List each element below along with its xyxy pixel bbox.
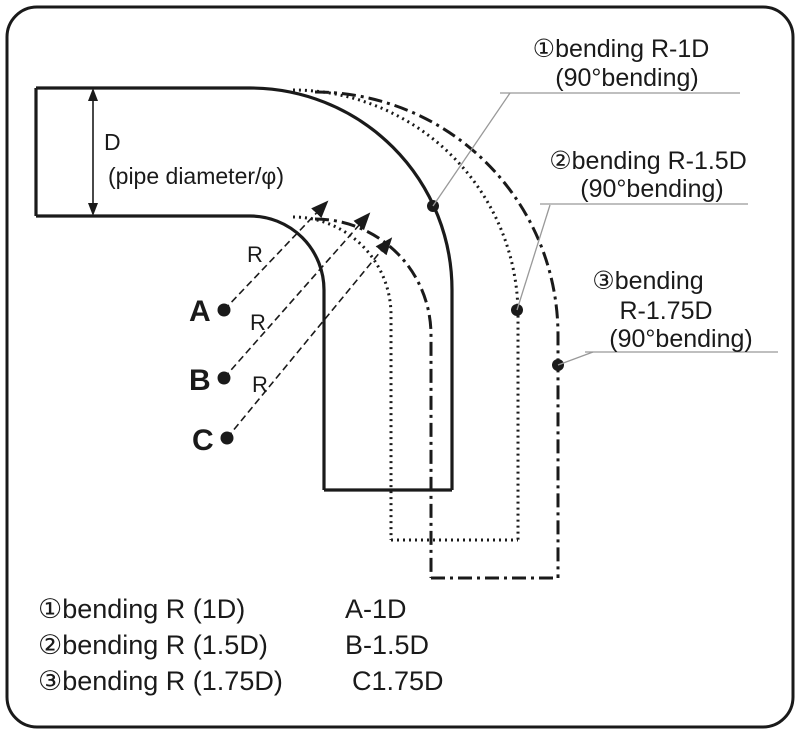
diameter-dimension: D (pipe diameter/φ) xyxy=(88,88,284,216)
point-c: C R xyxy=(192,372,268,457)
pipe-dashdot-r175d xyxy=(314,90,560,580)
legend-row1-name: ①bending R (1D) xyxy=(38,594,245,624)
radius-arrow-b xyxy=(223,212,371,379)
callout-r175d-line1: ③bending xyxy=(592,267,703,295)
legend-row3-name: ③bending R (1.75D) xyxy=(38,666,283,696)
pipe-dotted-outer-curve xyxy=(292,88,520,540)
legend-row2-name: ②bending R (1.5D) xyxy=(38,630,268,660)
diameter-arrow-up-icon xyxy=(88,88,98,101)
pipe-dashdot-outer-curve xyxy=(314,90,560,578)
callout-r15d-line1: ②bending R-1.5D xyxy=(549,147,747,175)
point-a: A R xyxy=(189,242,263,328)
callout-r15d-leader xyxy=(516,204,551,311)
callout-r15d-line2: (90°bending) xyxy=(580,175,723,203)
diameter-sub-label: (pipe diameter/φ) xyxy=(108,163,284,189)
legend-row1-code: A-1D xyxy=(345,594,407,624)
callout-r1d-line1: ①bending R-1D xyxy=(533,35,710,63)
radius-arrows xyxy=(223,200,393,439)
pipe-solid-inner-curve xyxy=(36,214,326,490)
point-a-label: A xyxy=(189,295,211,328)
radius-label-b: R xyxy=(250,310,266,335)
callout-r175d: ③bending R-1.75D (90°bending) xyxy=(552,267,778,371)
legend-row3-code: C1.75D xyxy=(352,666,444,696)
callout-r1d-leader xyxy=(432,92,511,207)
radius-arrow-a xyxy=(223,200,329,311)
legend: ①bending R (1D) A-1D ②bending R (1.5D) B… xyxy=(38,594,444,696)
radius-arrow-c xyxy=(226,237,393,439)
diameter-arrow-down-icon xyxy=(88,203,98,216)
radius-label-c: R xyxy=(252,372,268,397)
point-b-label: B xyxy=(189,364,211,397)
point-c-label: C xyxy=(192,424,214,457)
diagram-border xyxy=(5,5,795,729)
point-c-dot xyxy=(220,431,234,445)
callout-r1d-line2: (90°bending) xyxy=(555,64,698,92)
callout-r175d-line2: R-1.75D xyxy=(619,297,712,325)
point-b: B R xyxy=(189,310,266,397)
callout-r175d-line3: (90°bending) xyxy=(609,325,752,353)
legend-row2-code: B-1.5D xyxy=(345,630,429,660)
callout-r15d: ②bending R-1.5D (90°bending) xyxy=(511,147,748,316)
pipe-solid-outer-curve xyxy=(36,86,454,490)
point-b-dot xyxy=(217,371,231,385)
point-a-dot xyxy=(217,303,231,317)
radius-label-a: R xyxy=(247,242,263,267)
callout-r175d-leader xyxy=(557,351,594,366)
callout-r1d: ①bending R-1D (90°bending) xyxy=(427,35,740,212)
diameter-label: D xyxy=(104,129,121,155)
pipe-dashdot-inner-curve xyxy=(314,217,433,578)
pipe-dotted-r15d xyxy=(292,88,520,542)
